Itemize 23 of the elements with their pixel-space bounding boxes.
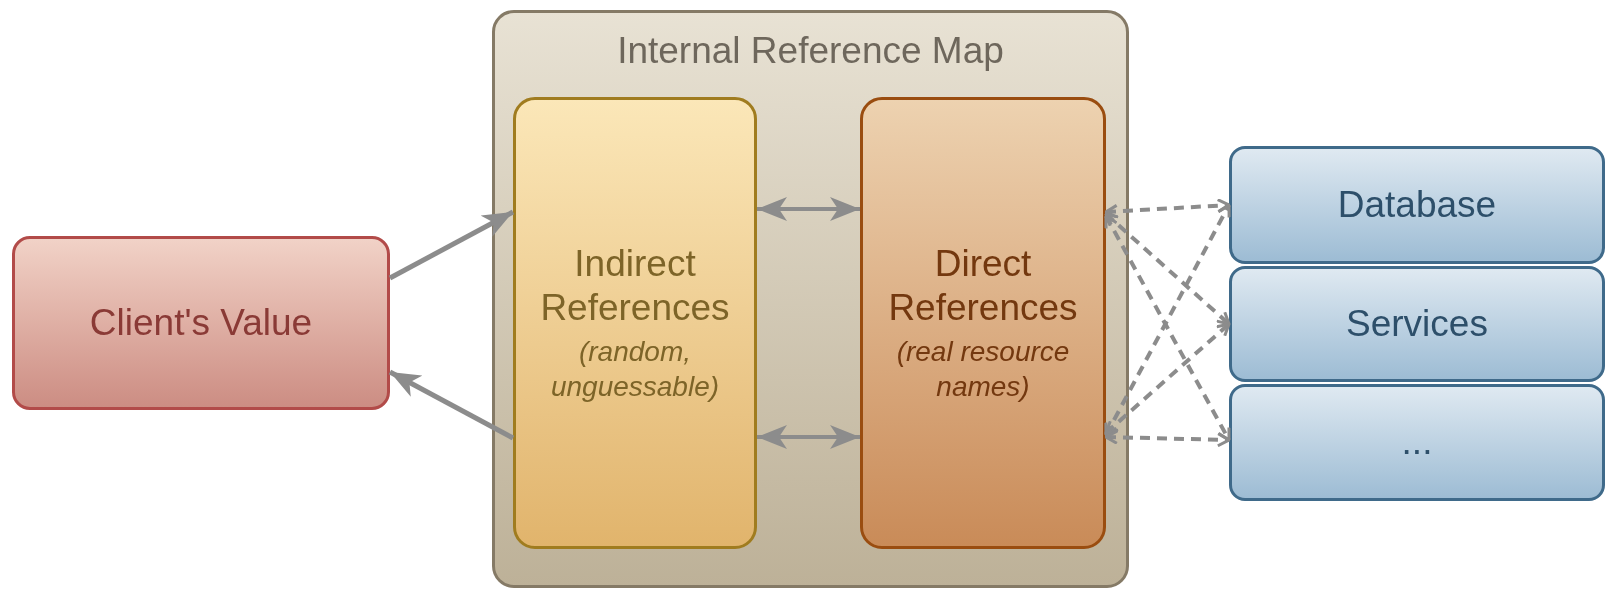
arrow <box>757 425 860 449</box>
box-title: ... <box>1400 420 1434 465</box>
arrow <box>388 209 515 281</box>
resource-box <box>1229 146 1605 264</box>
box-title: Direct References <box>887 241 1079 330</box>
indirect-references-box <box>513 97 757 549</box>
box-subtitle: (real resource names) <box>895 335 1071 405</box>
box-subtitle: (random, unguessable) <box>549 335 721 405</box>
resource-box <box>1229 266 1605 382</box>
resource-box <box>1229 384 1605 501</box>
arrow <box>757 197 860 221</box>
client-box <box>12 236 390 410</box>
box-title: Client's Value <box>88 300 314 345</box>
dashed-connector <box>1104 322 1231 435</box>
box-title: Database <box>1336 182 1498 227</box>
box-title: Services <box>1345 301 1489 346</box>
panel-title: Internal Reference Map <box>616 29 1005 73</box>
box-title: Indirect References <box>539 241 731 330</box>
reference-map-panel <box>492 10 1129 588</box>
dashed-connector <box>1104 429 1231 448</box>
direct-references-box <box>860 97 1106 549</box>
dashed-connector <box>1104 212 1231 326</box>
arrow <box>388 369 515 441</box>
